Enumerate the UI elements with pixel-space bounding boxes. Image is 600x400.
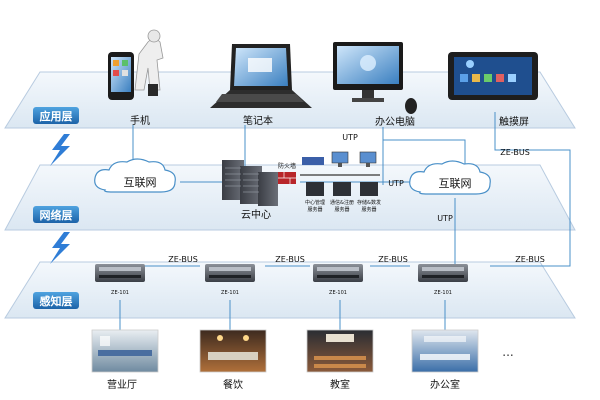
hall-label: 营业厅 [107, 378, 137, 391]
storage-server-icon [360, 182, 378, 196]
cloud-center-server-rack [222, 160, 278, 206]
cloud-center-label: 云中心 [241, 208, 271, 221]
monitor-icon [359, 151, 377, 167]
laptop-device [210, 44, 312, 108]
ze-bus-label: ZE-BUS [378, 255, 408, 264]
module-model-label: ZE-101 [329, 290, 347, 296]
registration-server-icon [333, 182, 351, 196]
ze-bus-module [95, 264, 145, 282]
firewall-icon [278, 172, 296, 184]
phone-label: 手机 [130, 114, 150, 127]
server-1-line2: 服务器 [307, 206, 322, 213]
more-places-ellipsis: ... [502, 345, 513, 359]
firewall-label: 防火墙 [278, 162, 296, 170]
application-layer-badge: 应用层 [33, 107, 79, 124]
wireless-lightning-icon [50, 232, 70, 264]
ze-bus-label: ZE-BUS [500, 148, 530, 157]
touchscreen-device [448, 52, 538, 100]
touchscreen-label: 触摸屏 [499, 115, 529, 128]
module-model-label: ZE-101 [221, 290, 239, 296]
laptop-label: 笔记本 [243, 114, 273, 127]
network-switch-icon [302, 157, 324, 165]
server-3-line2: 服务器 [361, 206, 376, 213]
office-label: 办公室 [430, 378, 460, 391]
ze-bus-module [418, 264, 468, 282]
internet-left-label: 互联网 [124, 176, 157, 189]
server-1-line1: 中心管理 [305, 199, 325, 206]
classroom-label: 教室 [330, 378, 350, 391]
internet-right-label: 互联网 [439, 177, 472, 190]
ze-bus-module [313, 264, 363, 282]
module-model-label: ZE-101 [434, 290, 452, 296]
monitor-icon [331, 151, 349, 167]
office-photo [411, 329, 479, 373]
ze-bus-label: ZE-BUS [275, 255, 305, 264]
ze-bus-label: ZE-BUS [168, 255, 198, 264]
network-layer-label: 网络层 [40, 208, 73, 222]
perception-layer-badge: 感知层 [33, 292, 79, 309]
application-layer-label: 应用层 [40, 109, 73, 123]
classroom-photo [306, 329, 374, 373]
network-layer-badge: 网络层 [33, 206, 79, 223]
server-3-line1: 存储&数发 [357, 199, 381, 206]
ze-bus-label: ZE-BUS [515, 255, 545, 264]
management-server-icon [306, 182, 324, 196]
phone-device [108, 29, 164, 100]
office-pc-device [333, 42, 417, 114]
internet-cloud-left [94, 158, 176, 193]
udp-label: UTP [437, 214, 453, 223]
wireless-lightning-icon [50, 134, 70, 166]
ze-bus-module [205, 264, 255, 282]
udp-label: UTP [342, 133, 358, 142]
office-pc-label: 办公电脑 [375, 115, 415, 128]
internet-cloud-right [409, 160, 491, 195]
dining-label: 餐饮 [223, 378, 243, 391]
server-2-line2: 服务器 [334, 206, 349, 213]
dining-photo [199, 329, 267, 373]
perception-layer-plate [4, 261, 576, 319]
module-model-label: ZE-101 [111, 290, 129, 296]
hall-photo [91, 329, 159, 373]
server-2-line1: 通信&注册 [330, 199, 354, 206]
udp-label: UTP [388, 179, 404, 188]
perception-layer-label: 感知层 [40, 294, 73, 308]
